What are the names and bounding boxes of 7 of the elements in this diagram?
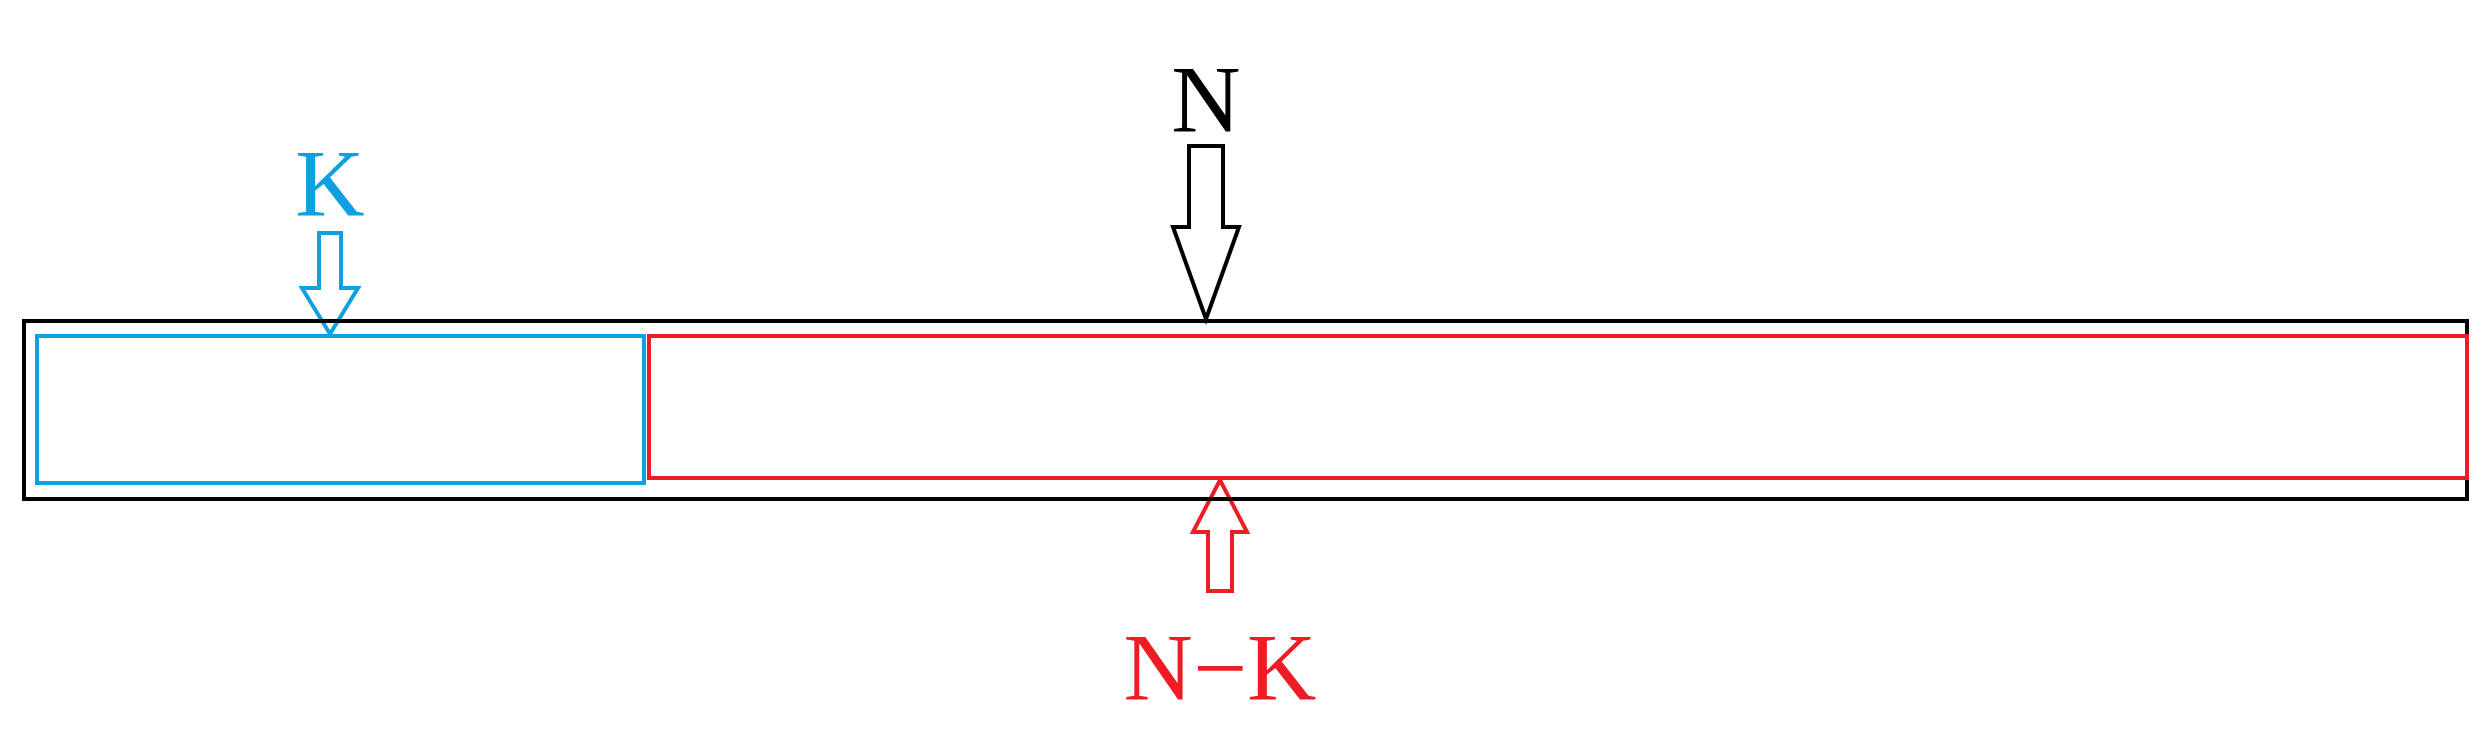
- rectangle-box: [647, 334, 2469, 480]
- variable-label: K: [295, 136, 365, 232]
- rectangle-box: [35, 334, 646, 485]
- variable-label: N−K: [1123, 620, 1317, 716]
- hollow-arrow: [1170, 144, 1242, 325]
- variable-label: N: [1171, 52, 1241, 148]
- rectangle-box: [22, 319, 2469, 501]
